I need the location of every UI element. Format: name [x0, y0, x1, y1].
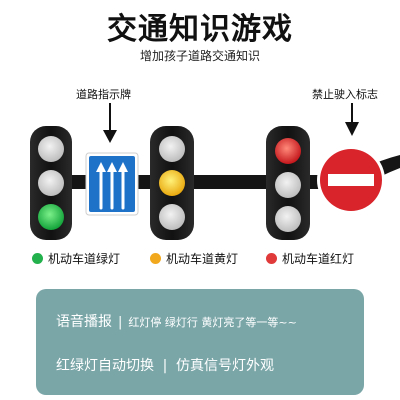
feature-panel: 语音播报 | 红灯停 绿灯行 黄灯亮了等一等~~ 红绿灯自动切换 | 仿真信号灯外观 — [36, 289, 364, 395]
separator: | — [118, 315, 123, 330]
straight-arrows-icon — [99, 166, 125, 210]
road-sign-arrow — [103, 103, 117, 143]
no-entry-callout: 禁止驶入标志 — [312, 88, 378, 101]
legend-item-green: 机动车道绿灯 — [32, 250, 120, 267]
legend-label: 机动车道绿灯 — [48, 252, 121, 266]
separator: | — [162, 358, 168, 374]
legend-item-red: 机动车道红灯 — [266, 250, 354, 267]
no-entry-arrow — [345, 103, 359, 136]
voice-broadcast-heading: 语音播报 — [56, 314, 112, 330]
light-legend: 机动车道绿灯 机动车道黄灯 机动车道红灯 — [0, 250, 400, 268]
realistic-look-feature: 仿真信号灯外观 — [176, 358, 274, 374]
legend-label: 机动车道黄灯 — [166, 252, 239, 266]
legend-item-yellow: 机动车道黄灯 — [150, 250, 238, 267]
traffic-light-red-on — [266, 126, 310, 240]
page-subtitle: 增加孩子道路交通知识 — [139, 49, 260, 63]
yellow-dot-icon — [150, 253, 161, 264]
voice-broadcast-text: 红灯停 绿灯行 黄灯亮了等一等~~ — [128, 316, 297, 329]
auto-switch-feature: 红绿灯自动切换 — [56, 358, 154, 374]
road-sign-callout: 道路指示牌 — [76, 88, 131, 101]
traffic-light-green-on — [30, 126, 72, 240]
legend-label: 机动车道红灯 — [282, 252, 355, 266]
page-title: 交通知识游戏 — [107, 12, 293, 47]
green-dot-icon — [32, 253, 43, 264]
traffic-light-yellow-on — [150, 126, 194, 240]
no-entry-sign — [317, 146, 385, 214]
road-direction-sign — [85, 152, 139, 216]
traffic-light-illustration — [30, 103, 400, 240]
voice-broadcast-line: 语音播报 | 红灯停 绿灯行 黄灯亮了等一等~~ — [56, 311, 297, 331]
red-dot-icon — [266, 253, 277, 264]
features-line: 红绿灯自动切换 | 仿真信号灯外观 — [56, 355, 274, 375]
